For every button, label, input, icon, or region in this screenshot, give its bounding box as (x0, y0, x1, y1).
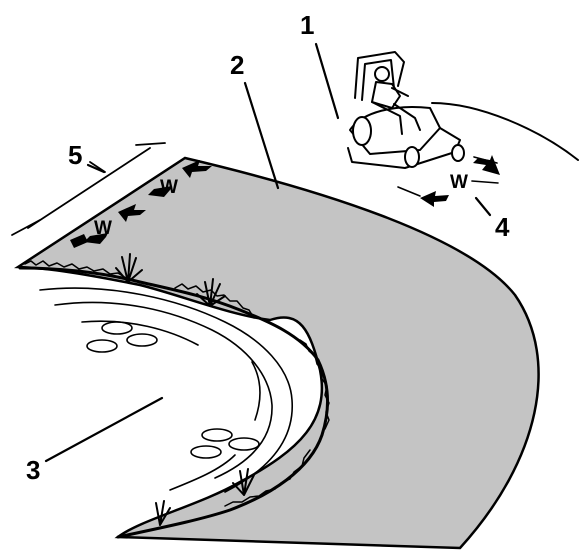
callout-1: 1 (300, 10, 314, 40)
width-arrows-edge (70, 160, 212, 248)
callout-leaders (44, 42, 492, 463)
width-arrows-mower (397, 155, 500, 207)
callout-5: 5 (68, 140, 82, 170)
riding-mower-icon (347, 51, 465, 169)
lawn-boundary-line (431, 102, 579, 161)
width-label-lower: W (94, 218, 112, 239)
pond-area (39, 287, 293, 493)
swath-width-dimension (11, 142, 166, 236)
mowed-swath-area (13, 156, 540, 550)
callout-4: 4 (495, 212, 510, 242)
width-label-mower: W (450, 172, 468, 193)
callout-2: 2 (230, 50, 244, 80)
width-label-upper: W (160, 177, 178, 198)
shrub-edge (18, 253, 330, 539)
callout-3: 3 (26, 455, 40, 485)
